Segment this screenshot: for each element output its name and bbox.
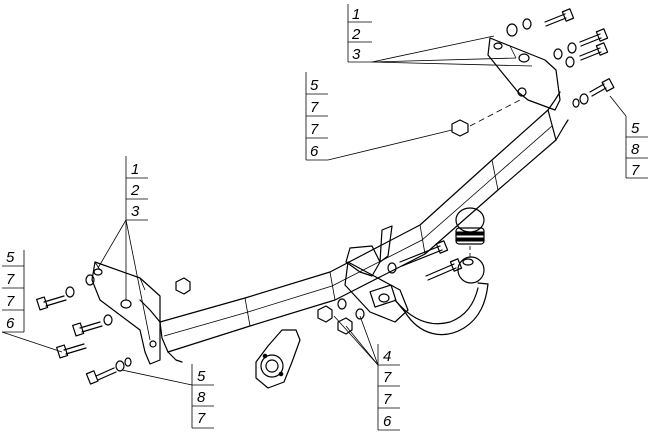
callout-label: 8 (631, 141, 640, 158)
callout-label: 4 (383, 348, 391, 365)
callout-label: 5 (631, 120, 640, 137)
callout-label: 5 (6, 249, 15, 266)
callout-label: 5 (310, 77, 319, 94)
hitch-nuts (317, 298, 365, 335)
fasteners (36, 8, 615, 385)
callout-label: 7 (631, 162, 640, 179)
right-bracket (487, 37, 561, 111)
bottom-left-bolt (85, 357, 132, 385)
callout-label: 7 (310, 121, 319, 138)
center-top-nut (451, 99, 521, 137)
callout-top-center-hardware: 5 7 7 6 (305, 72, 453, 161)
left-bracket (91, 261, 161, 365)
callout-top-right-bracket: 1 2 3 (347, 4, 533, 67)
callout-label: 2 (130, 182, 140, 199)
callout-label: 7 (6, 293, 15, 310)
top-right-bolt-3 (565, 42, 609, 68)
left-bolt-1 (36, 295, 67, 311)
callout-label: 7 (383, 391, 392, 408)
callout-label: 1 (131, 161, 139, 178)
left-bolt-2 (72, 314, 113, 337)
top-right-bolt-2 (553, 28, 609, 60)
left-nut-group (65, 274, 191, 298)
callout-label: 3 (352, 46, 361, 63)
callout-bottom-right-hardware: 4 7 7 6 (333, 315, 400, 431)
callout-label: 5 (197, 368, 206, 385)
callout-label: 8 (197, 389, 206, 406)
callout-label: 6 (383, 413, 392, 430)
hitch-assembly (344, 225, 489, 336)
callout-label: 7 (383, 369, 392, 386)
callout-left-hardware: 5 7 7 6 (1, 249, 63, 353)
callout-label: 1 (352, 6, 360, 23)
ball-cover (455, 207, 485, 258)
callout-label: 3 (131, 203, 140, 220)
right-bolt (572, 78, 615, 108)
callout-label: 7 (197, 410, 206, 427)
callout-left-bracket: 1 2 3 (97, 156, 151, 341)
callout-label: 7 (310, 99, 319, 116)
callout-bottom-left-bolt: 5 8 7 (121, 364, 214, 429)
callout-right-bolt: 5 8 7 (609, 95, 648, 179)
hitch-bolts (387, 240, 463, 281)
top-right-bolt-1 (506, 8, 575, 37)
left-bolt-3 (56, 343, 87, 359)
cross-beam (139, 91, 569, 363)
callout-label: 2 (351, 26, 361, 43)
callout-label: 6 (310, 143, 319, 160)
socket-plate (255, 329, 301, 389)
callout-label: 6 (6, 315, 15, 332)
callout-label: 7 (6, 271, 15, 288)
